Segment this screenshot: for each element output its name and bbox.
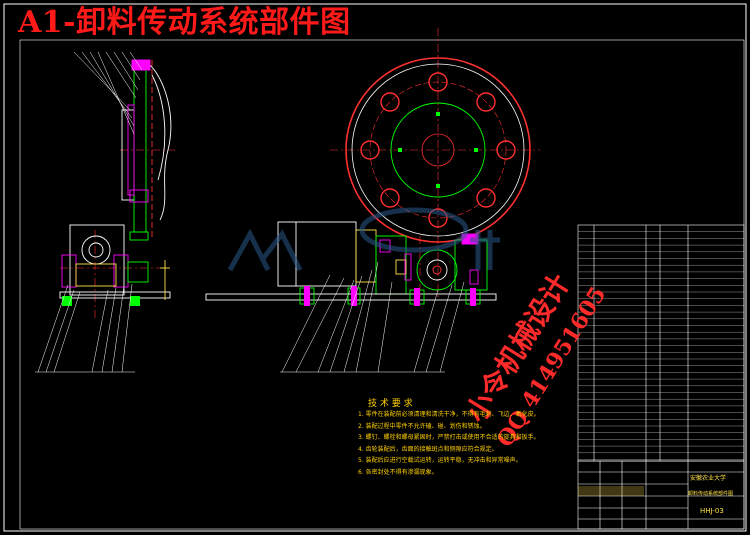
title-block-grid	[577, 460, 745, 530]
tech-requirement-item: 2. 装配过程中零件不允许磕、碰、划伤和锈蚀。	[358, 422, 486, 430]
side-view-shaft	[121, 59, 172, 241]
drawing-title: A1-卸料传动系统部件图	[18, 5, 351, 40]
tech-requirements-list: 1. 零件在装配前必须清理和清洗干净，不得有毛刺、飞边、氧化皮。 2. 装配过程…	[358, 409, 540, 478]
watermark-logo	[227, 207, 500, 272]
motor-gearbox-assembly	[277, 221, 488, 295]
parts-list-grid	[577, 224, 745, 462]
tech-requirement-item: 5. 装配后应进行空载试运转，运转平稳，无冲击和异常噪声。	[358, 457, 522, 464]
title-block-drawing-number: HHJ-03	[700, 507, 724, 515]
tech-requirement-item: 1. 零件在装配前必须清理和清洗干净，不得有毛刺、飞边、氧化皮。	[358, 411, 540, 418]
centerlines	[60, 28, 540, 320]
tech-requirement-item: 3. 螺钉、螺栓和螺母紧固时，严禁打击或使用不合适的旋具和扳手。	[358, 434, 540, 441]
tech-requirement-item: 6. 各密封处不得有渗漏现象。	[358, 468, 438, 476]
title-block-school: 安徽农业大学	[690, 475, 727, 482]
drawing-border	[3, 3, 747, 532]
side-view-gearbox	[59, 224, 171, 306]
title-block-drawing-name: 卸料传动系统部件图	[688, 491, 734, 497]
tech-requirement-item: 4. 齿轮装配后，齿面的接触斑点和侧隙应符合规定。	[358, 445, 498, 453]
parts-list-rows	[578, 231, 744, 460]
base-frame	[205, 286, 497, 306]
tech-requirements-title: 技 术 要 求	[368, 399, 413, 409]
large-gear-front-view	[345, 57, 531, 243]
leader-lines	[35, 51, 465, 373]
